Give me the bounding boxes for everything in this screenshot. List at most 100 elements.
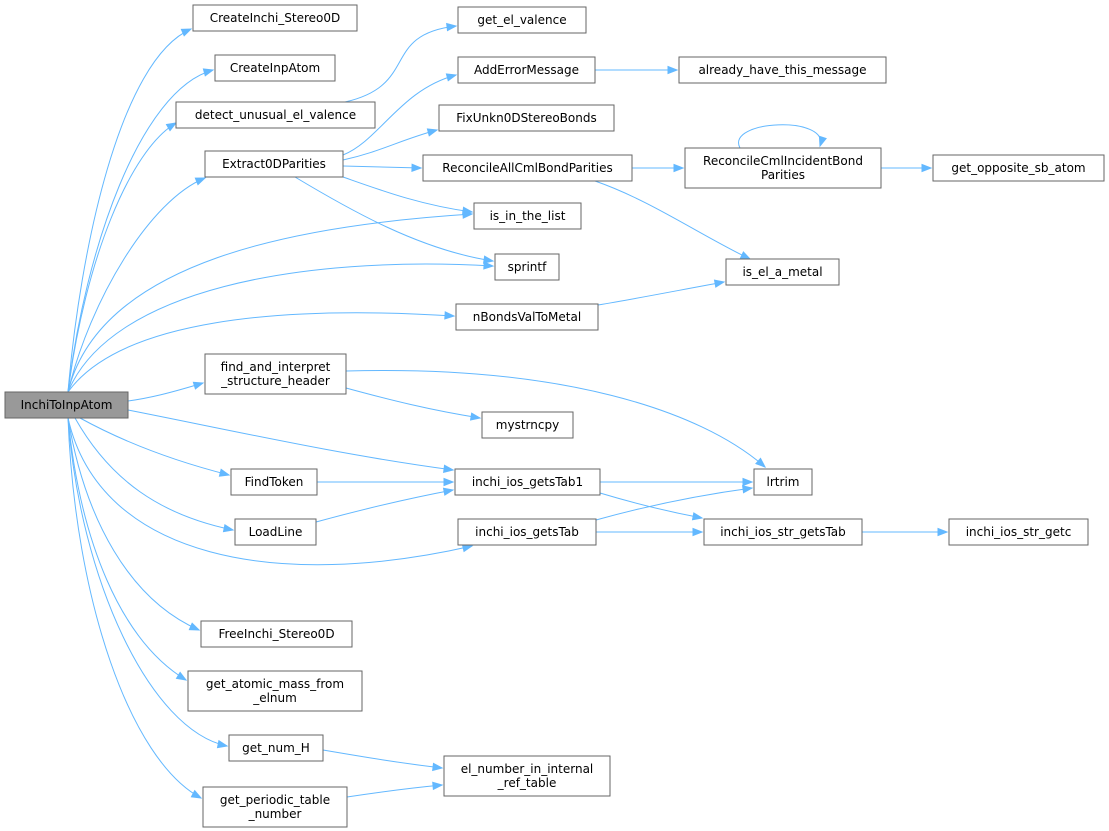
node-label: get_opposite_sb_atom [951, 161, 1085, 175]
node-mystrncpy[interactable]: mystrncpy [481, 411, 574, 439]
node-extract0dparities[interactable]: Extract0DParities [204, 150, 344, 178]
arrowhead [443, 464, 455, 473]
call-edge [67, 312, 455, 393]
call-edge [599, 492, 703, 519]
call-edge [67, 417, 228, 747]
node-box [454, 468, 601, 496]
node-box [175, 101, 376, 129]
node-is-in-the-list[interactable]: is_in_the_list [473, 202, 582, 230]
node-label: _number [248, 807, 302, 821]
node-label: find_and_interpret [221, 360, 331, 374]
call-edge [342, 129, 438, 161]
node-nbondsvaltometal[interactable]: nBondsValToMetal [455, 303, 599, 331]
node-box [703, 518, 863, 546]
node-box [457, 518, 597, 546]
arrowhead [921, 163, 933, 173]
arrowhead [194, 177, 207, 186]
node-freeinchi-stereo0d[interactable]: FreeInchi_Stereo0D [200, 620, 353, 648]
node-box [457, 56, 596, 84]
node-get-periodic-table-number[interactable]: get_periodic_table_number [202, 786, 348, 828]
node-get-el-valence[interactable]: get_el_valence [457, 6, 587, 34]
node-lrtrim[interactable]: lrtrim [753, 468, 813, 496]
arrowhead [180, 28, 193, 37]
call-edge [345, 387, 481, 419]
arrowhead [713, 279, 726, 288]
call-edge [67, 417, 473, 566]
arrowhead [461, 543, 474, 553]
arrowhead [483, 261, 495, 270]
call-edge [67, 177, 206, 393]
arrowhead [742, 477, 754, 487]
node-already-have-this-message[interactable]: already_have_this_message [678, 56, 887, 84]
node-findtoken[interactable]: FindToken [230, 468, 318, 496]
call-edge [67, 417, 187, 681]
node-is-el-a-metal[interactable]: is_el_a_metal [725, 258, 840, 286]
call-edge [67, 28, 192, 393]
node-label: Parities [761, 168, 805, 182]
node-adderrormessage[interactable]: AddErrorMessage [457, 56, 596, 84]
call-edge [79, 417, 230, 476]
node-label: sprintf [508, 260, 547, 274]
node-find-and-interpret-structure-header[interactable]: find_and_interpret_structure_header [204, 353, 347, 395]
node-label: _ref_table [497, 776, 557, 790]
node-loadline[interactable]: LoadLine [234, 518, 317, 546]
node-label: inchi_ios_str_getc [966, 525, 1072, 539]
call-edge [342, 74, 457, 156]
node-label: inchi_ios_getsTab1 [472, 475, 583, 489]
arrowhead [469, 412, 482, 421]
node-createinpatom[interactable]: CreateInpAtom [214, 54, 336, 82]
node-box [230, 468, 318, 496]
call-nodes: InchiToInpAtom CreateInchi_Stereo0D Create… [4, 4, 1105, 828]
arrowhead [937, 527, 949, 537]
arrowhead [443, 477, 455, 487]
node-box [725, 258, 840, 286]
arrowhead [411, 163, 423, 172]
call-edge [127, 382, 204, 402]
node-label: already_have_this_message [698, 63, 866, 77]
node-root[interactable]: InchiToInpAtom [4, 391, 129, 419]
node-createinchi-stereo0d[interactable]: CreateInchi_Stereo0D [192, 4, 358, 32]
node-label: detect_unusual_el_valence [195, 108, 356, 122]
node-get-opposite-sb-atom[interactable]: get_opposite_sb_atom [932, 154, 1105, 182]
call-edge [342, 176, 473, 213]
node-box [204, 353, 347, 395]
arrowhead [739, 251, 752, 260]
call-edges [67, 22, 949, 799]
call-edge [67, 213, 473, 393]
node-sprintf[interactable]: sprintf [494, 253, 560, 281]
node-detect-unusual-el-valence[interactable]: detect_unusual_el_valence [175, 101, 376, 129]
arrowhead [188, 622, 201, 631]
call-edge [315, 489, 454, 523]
node-box [455, 303, 599, 331]
node-box [192, 4, 358, 32]
node-get-num-h[interactable]: get_num_H [228, 734, 324, 762]
call-edge [294, 176, 494, 262]
node-label: FindToken [245, 475, 304, 489]
node-label: ReconcileCmlIncidentBond [703, 154, 863, 168]
node-reconcileallcmlbondparities[interactable]: ReconcileAllCmlBondParities [422, 154, 633, 182]
node-box [214, 54, 336, 82]
call-edge [345, 369, 766, 468]
node-label: _elnum [252, 691, 297, 705]
node-inchi-ios-getstab1[interactable]: inchi_ios_getsTab1 [454, 468, 601, 496]
node-box [200, 620, 353, 648]
call-edge [344, 25, 457, 103]
node-label: get_el_valence [477, 13, 566, 27]
node-fixunkn0dstereobonds[interactable]: FixUnkn0DStereoBonds [438, 104, 615, 132]
call-edge [127, 409, 454, 471]
node-inchi-ios-getstab[interactable]: inchi_ios_getsTab [457, 518, 597, 546]
node-label: el_number_in_internal [461, 762, 594, 776]
arrowhead [446, 22, 458, 32]
node-box [204, 150, 344, 178]
arrowhead [818, 135, 827, 148]
node-inchi-ios-str-getstab[interactable]: inchi_ios_str_getsTab [703, 518, 863, 546]
node-box [422, 154, 633, 182]
node-get-atomic-mass-from-elnum[interactable]: get_atomic_mass_from_elnum [187, 670, 363, 712]
arrowhead [432, 781, 444, 791]
node-label: get_atomic_mass_from [206, 677, 344, 691]
node-inchi-ios-str-getc[interactable]: inchi_ios_str_getc [948, 518, 1089, 546]
arrowhead [742, 485, 754, 494]
node-box [234, 518, 317, 546]
node-el-number-in-internal-ref-table[interactable]: el_number_in_internal_ref_table [443, 755, 611, 797]
